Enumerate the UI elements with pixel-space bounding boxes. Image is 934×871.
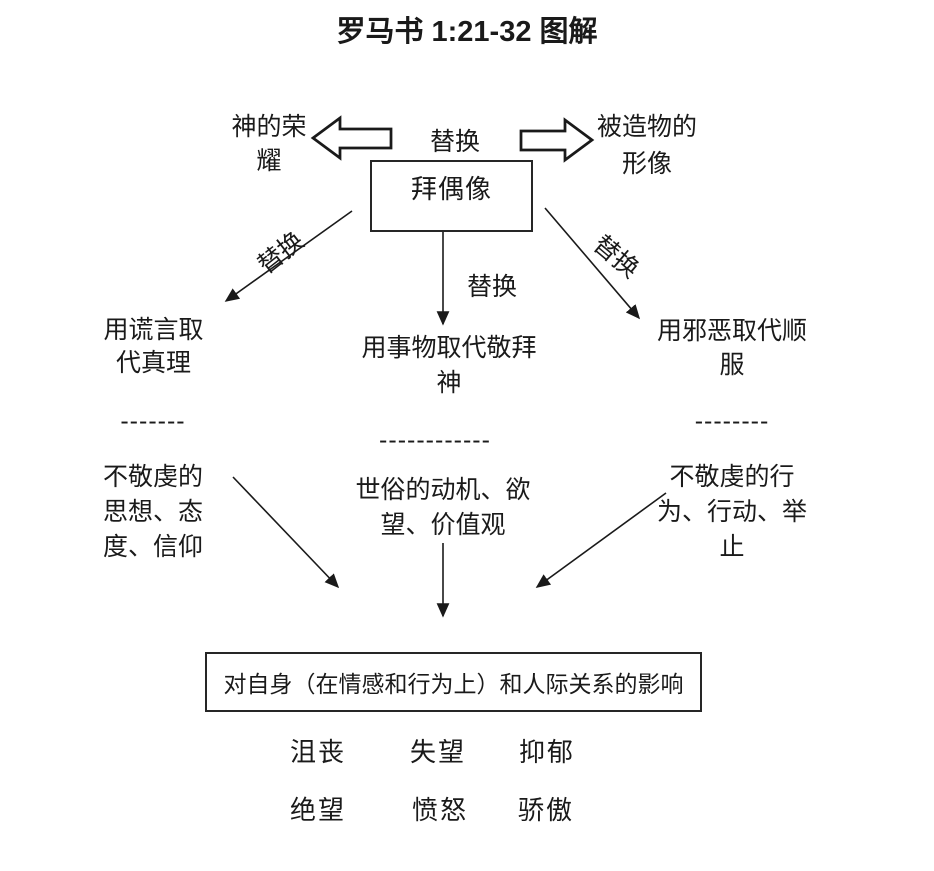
node-worldly-motives: 世俗的动机、欲 望、价值观	[355, 476, 531, 539]
arrow-replace-left	[224, 210, 353, 302]
emotion-word: 愤怒	[412, 795, 469, 825]
separator-left: -------	[120, 407, 186, 435]
separator-right: --------	[694, 407, 770, 435]
emotion-word: 骄傲	[518, 795, 575, 825]
replace-label-top: 替换	[429, 128, 480, 156]
impacts-box: 对自身（在情感和行为上）和人际关系的影响	[205, 652, 702, 712]
emotion-word: 失望	[410, 737, 467, 767]
replace-label-center: 替换	[466, 273, 517, 301]
node-evil-for-obedience: 用邪恶取代顺 服	[656, 317, 807, 379]
emotion-word: 抑郁	[519, 737, 576, 767]
emotion-word: 沮丧	[290, 737, 347, 767]
node-things-for-worship: 用事物取代敬拜 神	[361, 334, 537, 397]
separator-center: ------------	[379, 426, 491, 454]
node-ungodly-behavior: 不敬虔的行 为、行动、举 止	[656, 463, 807, 561]
node-creature-image: 被造物的 形像	[596, 113, 697, 178]
arrow-converge-right	[535, 492, 667, 588]
idol-worship-box: 拜偶像	[370, 160, 533, 232]
node-lies-for-truth: 用谎言取 代真理	[103, 316, 204, 377]
page-title: 罗马书 1:21-32 图解	[336, 16, 598, 48]
arrow-replace-right	[544, 207, 641, 320]
node-god-glory: 神的荣 耀	[231, 113, 307, 175]
emotion-word: 绝望	[290, 795, 347, 825]
block-arrow-right-icon	[519, 117, 595, 163]
arrow-converge-left	[232, 476, 340, 589]
block-arrow-left-icon	[310, 115, 393, 161]
node-ungodly-thoughts: 不敬虔的 思想、态 度、信仰	[102, 463, 203, 561]
impacts-label: 对自身（在情感和行为上）和人际关系的影响	[223, 671, 684, 697]
idol-worship-label: 拜偶像	[410, 174, 492, 204]
